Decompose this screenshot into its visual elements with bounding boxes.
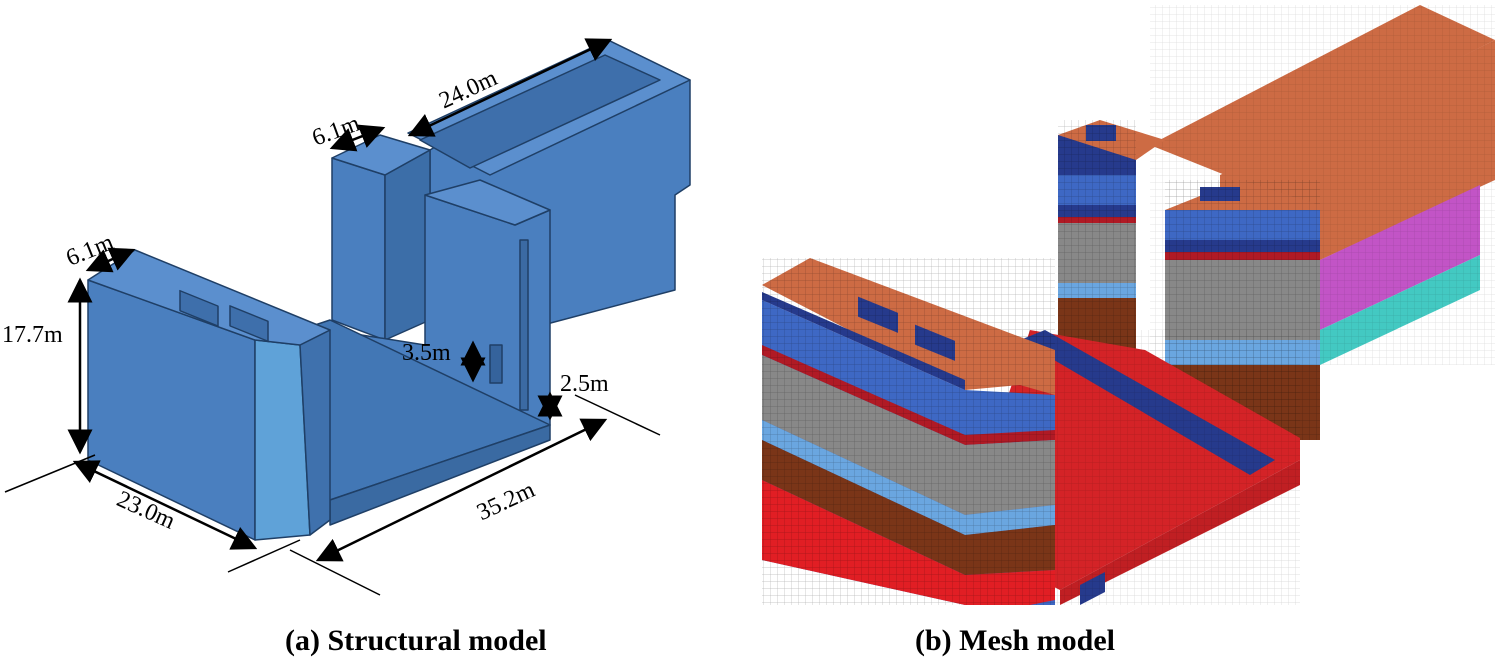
left-wall-opening-1 [179,289,219,327]
back-pier-front [331,157,386,341]
dim-line-left-wall [85,247,136,273]
dim-label-left-wall: 6.1m [62,229,117,271]
mesh-model [762,5,1495,605]
dim-line-back [407,38,613,137]
dim-line-width [72,460,258,550]
right-wall-slot [519,239,529,411]
dim-ext-4 [574,394,661,436]
mesh-pier-back-left [1058,120,1165,353]
caption-mesh: (b) Mesh model [915,624,1115,657]
mesh-front-wall [762,258,1055,605]
left-wall-opening-2 [229,305,269,343]
right-wall-top [424,179,551,226]
dim-label-opening: 3.5m [402,340,451,366]
dim-line-right-wall [329,124,386,152]
dim-ext-3 [289,549,381,596]
dim-label-length: 35.2m [473,477,539,526]
dim-line-length [315,418,608,562]
back-pier-side [384,149,431,341]
dim-label-sill: 2.5m [560,371,609,397]
structural-model: 17.7m 23.0m 35.2m 24.0m 6.1m 6.1m 3.5m 2… [2,38,691,596]
dim-ext-1 [4,454,96,493]
dim-label-height: 17.7m [2,322,63,348]
opening-hole [489,344,503,384]
dim-ext-2 [227,539,301,573]
caption-structural: (a) Structural model [285,624,547,657]
